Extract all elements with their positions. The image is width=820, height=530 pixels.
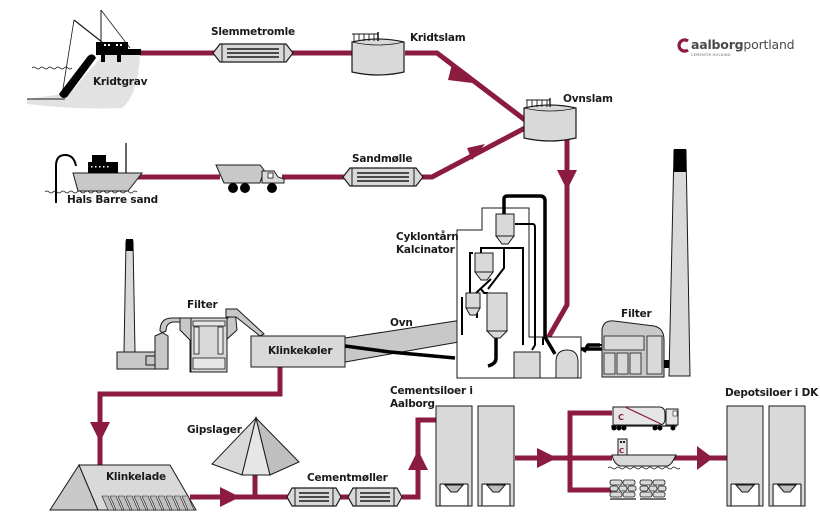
water-wave xyxy=(44,190,138,194)
logo-wordmark: aalborgportland xyxy=(691,37,795,52)
label-aalborg: Aalborg xyxy=(390,398,435,410)
fan-housing xyxy=(555,349,579,379)
kridtgrav-dredger xyxy=(27,9,141,109)
arrow-kridtslam xyxy=(448,64,472,83)
cyclone-1 xyxy=(495,213,515,245)
arrow-sandmolle xyxy=(467,144,485,160)
ground xyxy=(27,55,140,109)
flow-dispatch-truck xyxy=(567,410,612,493)
cement-tanker-truck: C xyxy=(611,406,679,431)
kalcinator xyxy=(485,292,509,339)
slemmetromle-drum xyxy=(212,43,294,63)
label-filter-left: Filter xyxy=(187,299,218,311)
arrow-to-depot xyxy=(697,446,713,470)
arrow-klinkelade-down xyxy=(90,422,110,442)
arrow-ovnslam-down xyxy=(557,170,577,190)
logo-brand-light: portland xyxy=(743,37,795,52)
filter-left-assembly xyxy=(116,308,265,373)
arrow-to-mills xyxy=(220,487,240,507)
arrow-silo-out xyxy=(537,448,557,468)
label-gipslager: Gipslager xyxy=(187,424,242,436)
sandmolle-drum xyxy=(342,167,424,187)
klinkekoler-cooler xyxy=(250,335,346,368)
cementmolle-2-drum xyxy=(347,487,403,507)
crane-boom xyxy=(73,19,103,43)
cementmolle-1-drum xyxy=(286,487,342,507)
gipslager-pile xyxy=(211,416,300,476)
flow-kridtslam-ovnslam xyxy=(405,50,527,122)
label-depotsiloer: Depotsiloer i DK xyxy=(725,387,819,399)
chimney-right xyxy=(668,149,691,377)
sand-ship xyxy=(44,143,144,203)
crane-cable xyxy=(61,19,75,96)
leg-2 xyxy=(117,54,121,62)
logo-brand-bold: aalborg xyxy=(691,37,744,52)
label-kalcinator: Kalcinator xyxy=(396,244,455,256)
flow-arrows xyxy=(90,64,713,507)
kridtslam-tank xyxy=(351,32,405,76)
cyklontarn-tower xyxy=(456,194,603,379)
mast-stay xyxy=(100,9,131,49)
label-cyklontarn: Cyklontårn xyxy=(396,231,459,243)
chimney-left xyxy=(123,239,136,353)
label-filter-right: Filter xyxy=(621,308,652,320)
cyclone-3 xyxy=(465,292,481,316)
raw-meal-silo xyxy=(513,351,541,379)
svg-text:C: C xyxy=(618,413,624,422)
label-cementmoller: Cementmøller xyxy=(307,472,388,484)
filter-right-unit xyxy=(601,320,669,378)
flow-ovnslam-preheater xyxy=(537,140,570,354)
cyclone-2 xyxy=(474,252,494,281)
cement-ship: C xyxy=(607,438,681,470)
cement-bags-pallets xyxy=(609,479,667,500)
ovnslam-tank xyxy=(523,98,577,142)
svg-text:C: C xyxy=(619,447,624,455)
label-cementsiloer: Cementsiloer i xyxy=(390,385,473,397)
label-klinkekoler: Klinkekøler xyxy=(268,345,333,357)
label-ovnslam: Ovnslam xyxy=(563,93,613,105)
label-kridtslam: Kridtslam xyxy=(410,32,466,44)
flow-sandmolle-ovnslam xyxy=(422,125,527,180)
label-hals-barre-sand: Hals Barre sand xyxy=(67,194,158,206)
logo-subtitle: CEMENTIR HOLDING xyxy=(691,53,731,57)
klinkelade-shed xyxy=(49,463,197,511)
label-sandmolle: Sandmølle xyxy=(352,153,413,165)
tower-outline xyxy=(456,207,582,379)
dump-truck xyxy=(215,164,285,193)
hull xyxy=(72,172,144,192)
water-wave xyxy=(31,66,73,70)
bucket-ladder xyxy=(59,54,96,98)
label-klinkelade: Klinkelade xyxy=(106,471,166,483)
suction-pipe xyxy=(55,153,77,203)
deck xyxy=(96,49,141,55)
label-slemmetromle: Slemmetromle xyxy=(211,26,295,38)
funnel xyxy=(92,155,106,163)
leg-1 xyxy=(101,54,105,62)
label-ovn: Ovn xyxy=(390,317,413,329)
label-kridtgrav: Kridtgrav xyxy=(93,76,148,88)
logo-mark-icon xyxy=(677,38,689,53)
arrow-to-silo xyxy=(408,450,428,470)
